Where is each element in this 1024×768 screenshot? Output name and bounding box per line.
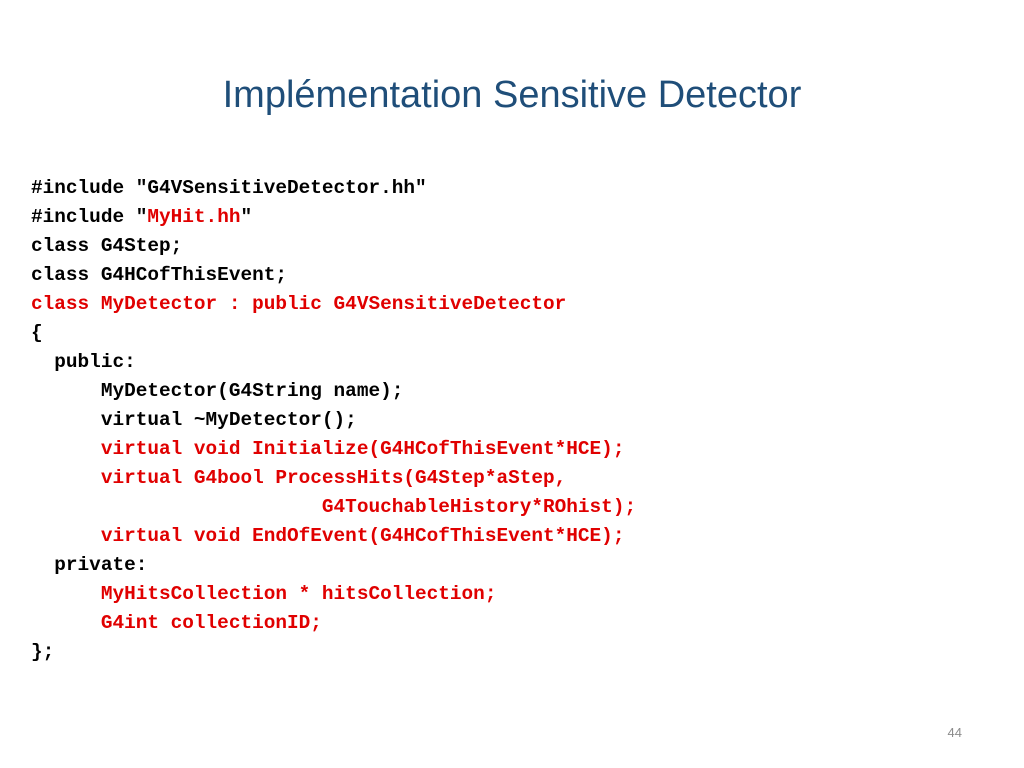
- code-line: #include "G4VSensitiveDetector.hh": [31, 174, 991, 203]
- code-segment: MyDetector(G4String name);: [31, 380, 404, 402]
- code-segment: private:: [31, 554, 148, 576]
- code-line: {: [31, 319, 991, 348]
- code-segment-highlight: G4int collectionID;: [31, 612, 322, 634]
- code-segment: #include "G4VSensitiveDetector.hh": [31, 177, 427, 199]
- code-line: class MyDetector : public G4VSensitiveDe…: [31, 290, 991, 319]
- code-line: virtual void EndOfEvent(G4HCofThisEvent*…: [31, 522, 991, 551]
- code-line: MyHitsCollection * hitsCollection;: [31, 580, 991, 609]
- code-segment-highlight: class MyDetector : public G4VSensitiveDe…: [31, 293, 567, 315]
- code-segment: {: [31, 322, 43, 344]
- code-segment-highlight: virtual G4bool ProcessHits(G4Step*aStep,: [31, 467, 567, 489]
- code-line: G4TouchableHistory*ROhist);: [31, 493, 991, 522]
- code-segment-highlight: virtual void Initialize(G4HCofThisEvent*…: [31, 438, 625, 460]
- code-line: private:: [31, 551, 991, 580]
- code-line: virtual ~MyDetector();: [31, 406, 991, 435]
- code-segment: };: [31, 641, 55, 663]
- code-line: class G4Step;: [31, 232, 991, 261]
- code-line: public:: [31, 348, 991, 377]
- code-segment-highlight: MyHit.hh: [147, 206, 241, 228]
- code-segment: public:: [31, 351, 136, 373]
- code-segment-highlight: virtual void EndOfEvent(G4HCofThisEvent*…: [31, 525, 625, 547]
- code-line: #include "MyHit.hh": [31, 203, 991, 232]
- code-line: class G4HCofThisEvent;: [31, 261, 991, 290]
- code-line: G4int collectionID;: [31, 609, 991, 638]
- code-line: MyDetector(G4String name);: [31, 377, 991, 406]
- page-number: 44: [947, 725, 962, 740]
- slide-title: Implémentation Sensitive Detector: [222, 74, 802, 116]
- code-line: };: [31, 638, 991, 667]
- code-segment: class G4Step;: [31, 235, 183, 257]
- code-segment-highlight: MyHitsCollection * hitsCollection;: [31, 583, 497, 605]
- code-segment: #include ": [31, 206, 148, 228]
- code-segment-highlight: G4TouchableHistory*ROhist);: [31, 496, 637, 518]
- code-segment: virtual ~MyDetector();: [31, 409, 357, 431]
- code-segment: ": [240, 206, 253, 228]
- code-segment: class G4HCofThisEvent;: [31, 264, 287, 286]
- code-line: virtual void Initialize(G4HCofThisEvent*…: [31, 435, 991, 464]
- code-line: virtual G4bool ProcessHits(G4Step*aStep,: [31, 464, 991, 493]
- code-block: #include "G4VSensitiveDetector.hh" #inclu…: [31, 174, 991, 667]
